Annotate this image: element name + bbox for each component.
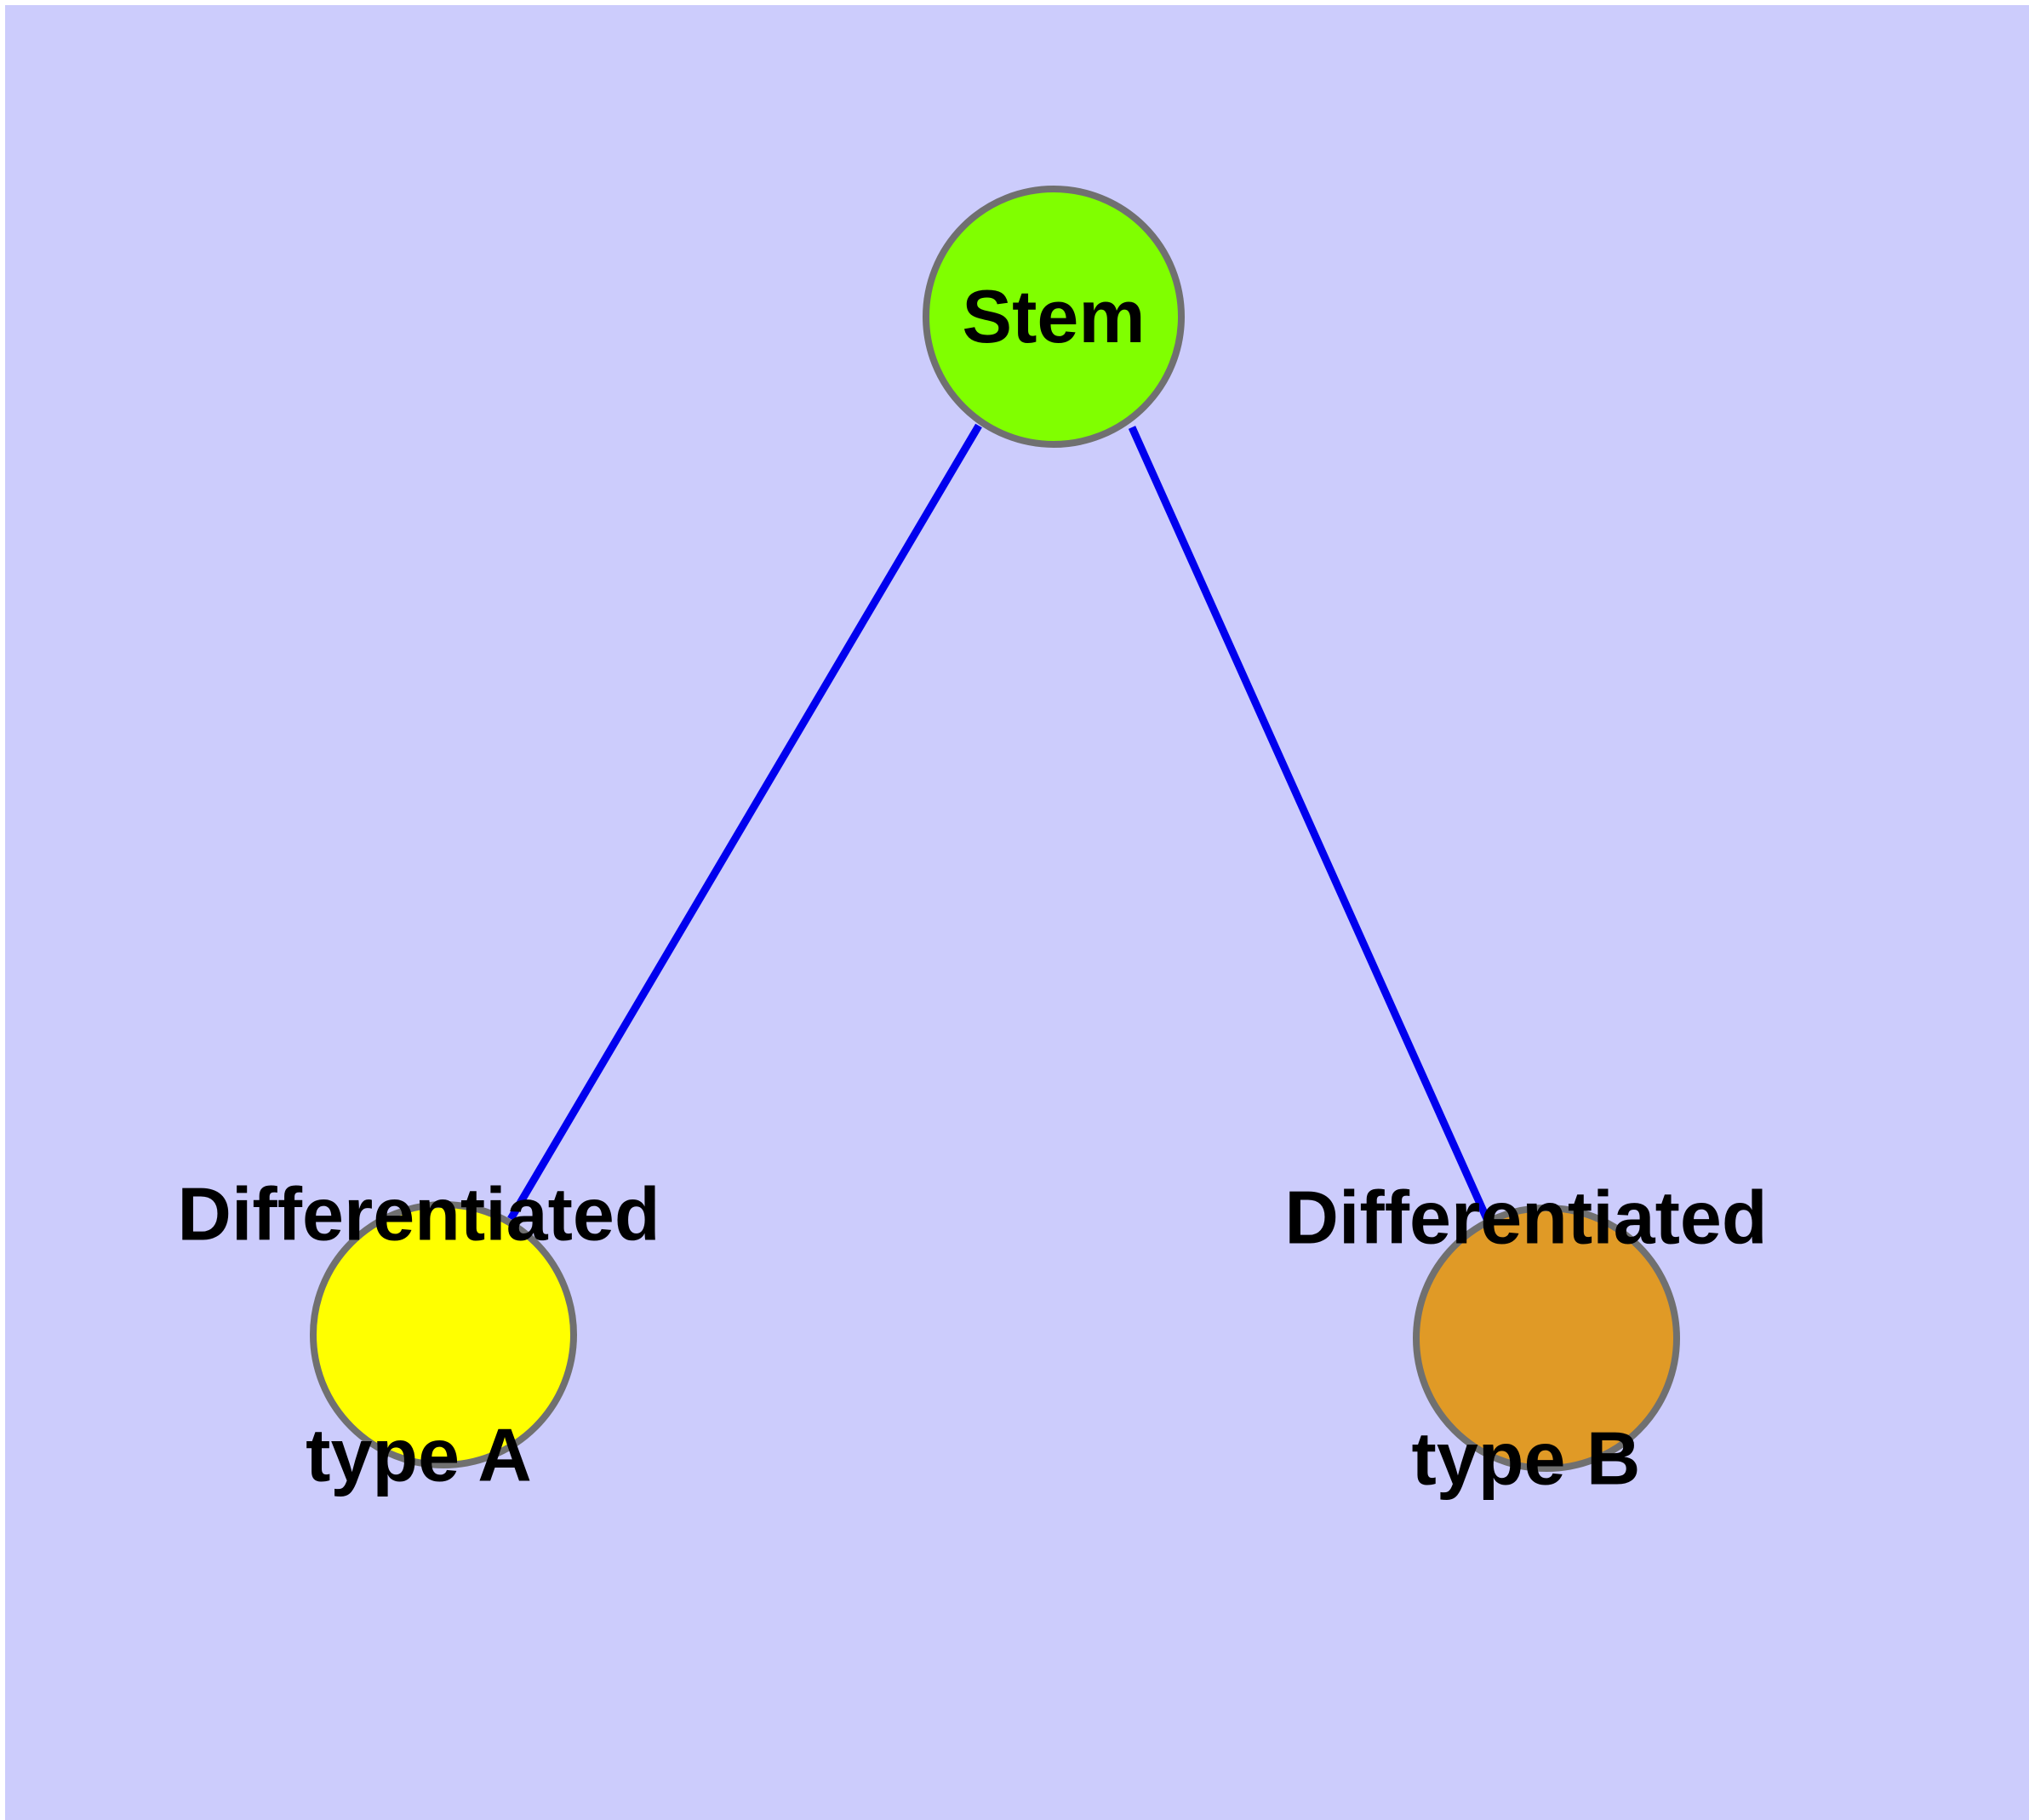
node-stem[interactable] — [923, 186, 1185, 448]
edge-stem-to-differentiated-type-a[interactable] — [507, 423, 982, 1222]
edge-group — [507, 423, 1492, 1222]
node-differentiated-type-a[interactable] — [310, 1201, 577, 1468]
edge-stem-to-differentiated-type-b[interactable] — [1128, 426, 1492, 1222]
node-differentiated-type-b[interactable] — [1413, 1205, 1680, 1472]
node-group — [310, 186, 1680, 1472]
